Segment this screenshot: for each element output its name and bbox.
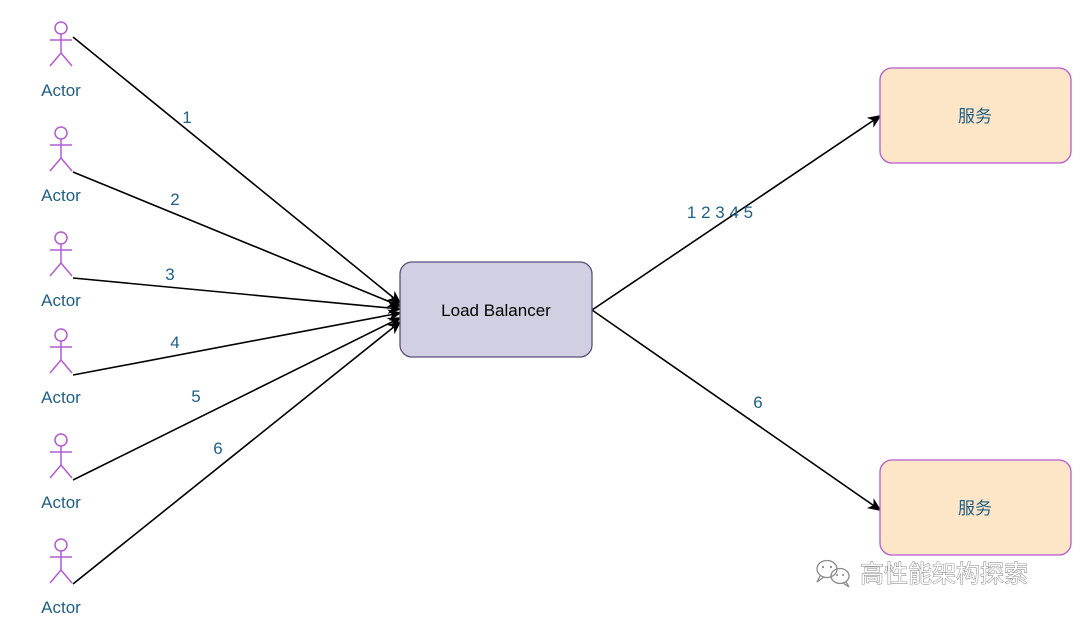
edge-label-6: 6 (213, 439, 222, 458)
actor-label: Actor (41, 493, 81, 512)
edge-actor-5 (72, 317, 402, 481)
load-balancer-node: Load Balancer (399, 261, 593, 358)
edge-service-bottom (591, 309, 882, 512)
load-balancer-label: Load Balancer (441, 301, 551, 320)
actor-edges (72, 36, 402, 585)
service-node-top: 服务 (879, 67, 1072, 164)
edge-actor-3 (72, 277, 402, 314)
service-edges (591, 114, 882, 512)
actor-icon (49, 328, 73, 374)
edge-label-service-bottom: 6 (753, 393, 762, 412)
actor-label: Actor (41, 291, 81, 310)
edge-actor-2 (72, 171, 402, 308)
actor-2: Actor (41, 126, 81, 205)
actor-3: Actor (41, 231, 81, 310)
actor-icon (49, 538, 73, 584)
actor-icon (49, 21, 73, 67)
edge-label-2: 2 (170, 190, 179, 209)
edge-label-4: 4 (170, 333, 179, 352)
edge-actor-1 (72, 36, 402, 305)
watermark: 高性能架构探索 (816, 559, 1028, 588)
actor-label: Actor (41, 598, 81, 617)
actor-icon (49, 231, 73, 277)
edge-service-top (591, 114, 882, 311)
service-label: 服务 (958, 499, 992, 519)
actor-6: Actor (41, 538, 81, 617)
actor-icon (49, 433, 73, 479)
edge-actor-4 (72, 309, 402, 376)
actor-4: Actor (41, 328, 81, 407)
service-node-bottom: 服务 (879, 459, 1072, 556)
actor-label: Actor (41, 186, 81, 205)
actor-5: Actor (41, 433, 81, 512)
watermark-text: 高性能架构探索 (860, 560, 1028, 588)
edge-actor-6 (72, 320, 402, 585)
actor-label: Actor (41, 81, 81, 100)
service-label: 服务 (958, 107, 992, 127)
edge-label-5: 5 (191, 387, 200, 406)
wechat-icon (816, 559, 850, 588)
edge-label-service-top: 1 2 3 4 5 (687, 203, 753, 222)
actor-1: Actor (41, 21, 81, 100)
actor-icon (49, 126, 73, 172)
actor-label: Actor (41, 388, 81, 407)
edge-label-1: 1 (182, 108, 191, 127)
edge-label-3: 3 (165, 265, 174, 284)
